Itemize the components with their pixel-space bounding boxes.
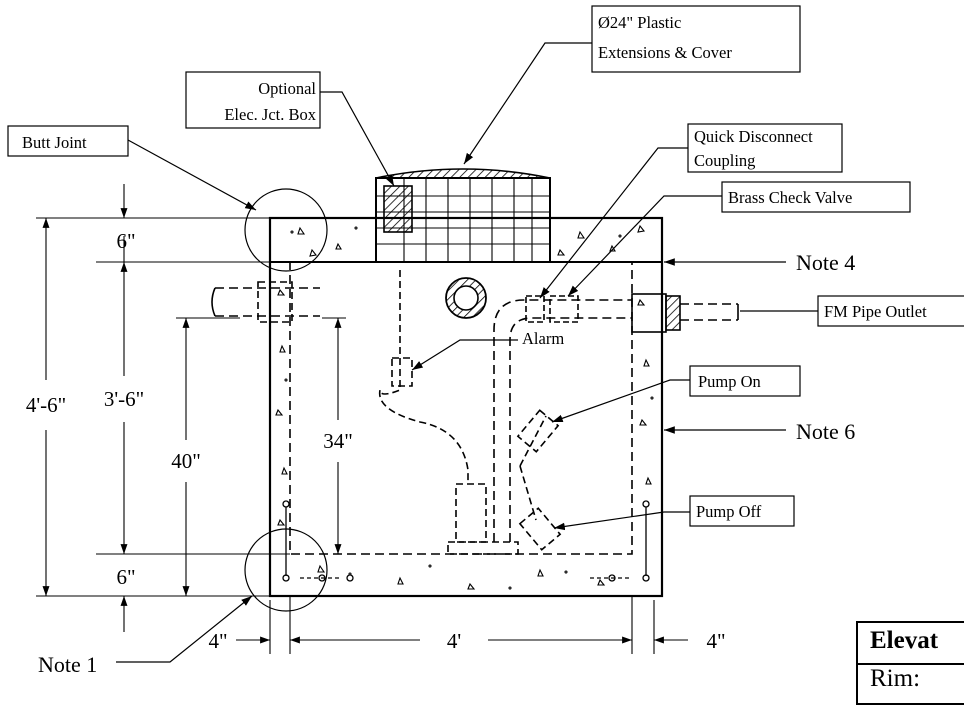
dim-bottom-slab: 6" (116, 565, 135, 589)
dim-overall-height: 4'-6" (26, 393, 66, 417)
dim-outlet-height: 34" (323, 429, 353, 453)
riser-cover (375, 168, 551, 179)
pump-tank-elevation-drawing: Ø24" Plastic Extensions & Cover Optional… (7, 5, 964, 677)
inlet-pipe (211, 281, 320, 323)
fm-pipe-outlet-box (817, 295, 964, 327)
plastic-ext-label-2: Extensions & Cover (598, 43, 732, 62)
note1-label: Note 1 (38, 652, 97, 677)
dimension-lines (36, 184, 688, 654)
dim-right-wall: 4" (706, 629, 725, 653)
quick-disconnect-box (687, 123, 843, 173)
pump-on-label: Pump On (698, 372, 761, 391)
dim-inlet-height: 40" (171, 449, 201, 473)
alarm-label: Alarm (522, 329, 564, 348)
butt-joint-circle (244, 188, 328, 272)
concrete-tank (268, 216, 664, 598)
pump-off-box (689, 495, 795, 527)
note6-label: Note 6 (796, 419, 855, 444)
note-labels: Note 4 Note 6 Note 1 (38, 250, 855, 677)
riser-extensions (375, 168, 551, 263)
pump-off-label: Pump Off (696, 502, 762, 521)
plastic-extensions-box (591, 5, 801, 73)
fm-pipe-outlet-label: FM Pipe Outlet (824, 302, 927, 321)
brass-check-valve-box (721, 181, 911, 213)
pump-and-floats (378, 270, 562, 555)
check-valve (549, 295, 579, 323)
plastic-ext-label-1: Ø24" Plastic (598, 13, 681, 32)
title-block-heading: Elevat (870, 627, 939, 654)
callout-labels: Ø24" Plastic Extensions & Cover Optional… (22, 13, 927, 521)
title-block: Elevat Rim: (856, 621, 964, 705)
dim-top-slab: 6" (116, 229, 135, 253)
rebar-pins (282, 500, 650, 582)
brass-check-valve-label: Brass Check Valve (728, 188, 852, 207)
quick-disconnect-label-2: Coupling (694, 151, 755, 170)
quick-disconnect-label-1: Quick Disconnect (694, 127, 813, 146)
detail-circles (244, 188, 328, 612)
concrete-stipple (275, 224, 654, 590)
dim-inner-width: 4' (447, 629, 461, 653)
quick-disconnect (525, 295, 545, 323)
callout-boxes (7, 5, 964, 527)
elec-box-label-2: Elec. Jct. Box (224, 105, 316, 124)
electrical-junction-box (383, 185, 413, 233)
butt-joint-label: Butt Joint (22, 133, 87, 152)
pump (455, 483, 487, 543)
butt-joint-box (7, 125, 129, 157)
dim-inner-height: 3'-6" (104, 387, 144, 411)
alarm-float (391, 357, 413, 387)
note1-circle (244, 528, 328, 612)
pump-on-float (516, 409, 560, 453)
elec-box-callout (185, 71, 321, 129)
title-block-rim: Rim: (870, 665, 921, 692)
note4-label: Note 4 (796, 250, 855, 275)
pump-on-box (689, 365, 801, 397)
dim-left-wall: 4" (208, 629, 227, 653)
elec-box-label-1: Optional (258, 79, 316, 98)
conduit-hole (445, 277, 487, 319)
leader-lines (116, 42, 818, 663)
title-block-divider (858, 663, 964, 665)
pump-off-float (518, 507, 562, 551)
dimension-labels: 6" 4'-6" 3'-6" 40" 34" 6" 4" 4' 4" (26, 229, 726, 653)
